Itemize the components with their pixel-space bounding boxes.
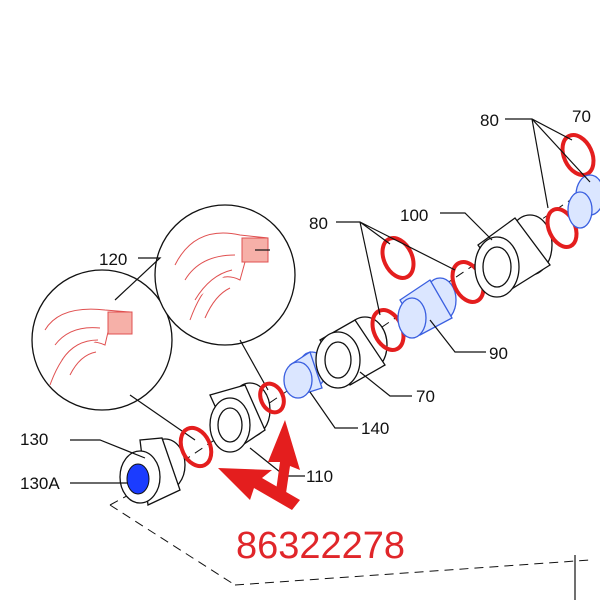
leader-detail-left xyxy=(129,394,196,441)
label-70-top: 70 xyxy=(572,107,591,126)
o-ring-part xyxy=(258,381,286,415)
label-130a: 130A xyxy=(20,474,60,493)
leader-lines xyxy=(70,118,591,484)
part-110 xyxy=(209,382,271,453)
part-number: 86322278 xyxy=(236,525,405,567)
arrow-icon xyxy=(218,468,300,510)
part-90 xyxy=(397,277,457,339)
label-90: 90 xyxy=(489,344,508,363)
label-130: 130 xyxy=(20,430,48,449)
label-80-mid: 80 xyxy=(309,214,328,233)
label-140: 140 xyxy=(361,419,389,438)
label-80-top: 80 xyxy=(480,111,499,130)
part-130 xyxy=(119,437,186,506)
o-ring-part xyxy=(560,133,596,177)
sleeve-100 xyxy=(474,214,553,298)
label-110: 110 xyxy=(306,467,333,486)
seal-detail-right xyxy=(154,204,296,346)
label-100: 100 xyxy=(400,206,428,225)
label-120: 120 xyxy=(99,250,127,269)
leader-detail-right xyxy=(239,339,269,391)
part-70-top xyxy=(567,174,600,229)
label-70: 70 xyxy=(416,387,435,406)
o-ring-part xyxy=(178,425,214,469)
arrow-icon xyxy=(268,420,300,500)
part-70 xyxy=(315,316,388,389)
highlight-arrows xyxy=(218,420,300,510)
o-ring-part xyxy=(380,236,416,280)
seal-detail-left xyxy=(31,269,173,411)
